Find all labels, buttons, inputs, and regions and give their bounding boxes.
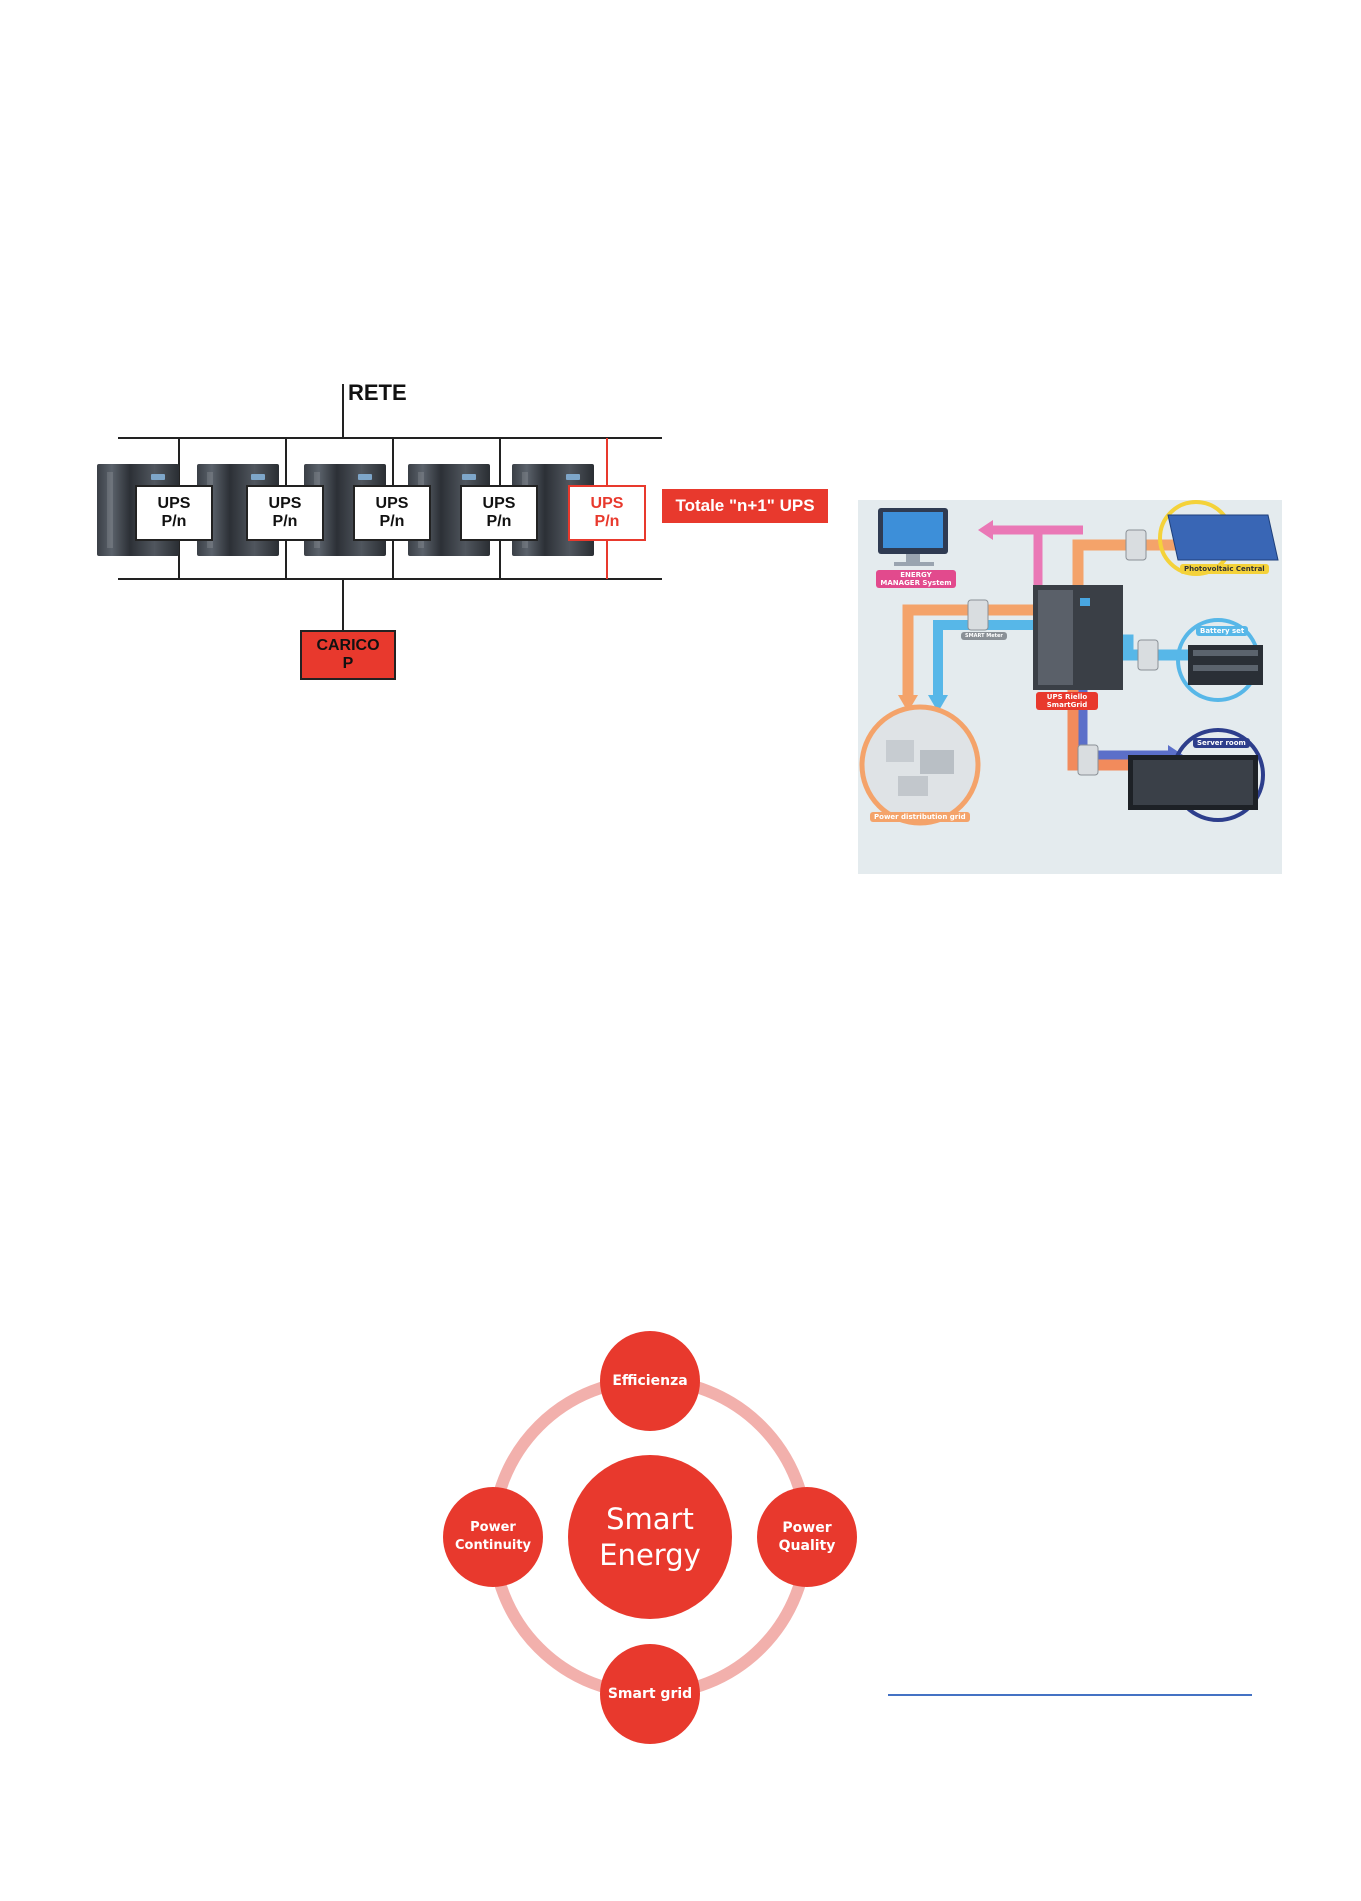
total-n-plus-1-label: Totale "n+1" UPS xyxy=(662,489,828,523)
rete-label: RETE xyxy=(348,380,407,405)
load-feed-line xyxy=(342,579,344,631)
photovoltaic-tag: Photovoltaic Central xyxy=(1180,564,1269,574)
smart-meter-tag: SMART Meter xyxy=(961,632,1007,640)
server-room-tag: Server room xyxy=(1193,738,1250,748)
top-busbar xyxy=(118,437,662,439)
rete-feed-line xyxy=(342,384,344,438)
battery-set-tag: Battery set xyxy=(1196,626,1249,636)
power-grid-tag: Power distribution grid xyxy=(870,812,970,822)
smartgrid-infographic: ENERGY MANAGER System Photovoltaic Centr… xyxy=(858,500,1282,874)
footnote-separator-line xyxy=(888,1694,1252,1696)
energy-manager-tag: ENERGY MANAGER System xyxy=(876,570,956,588)
ups-smartgrid-tag: UPS Riello SmartGrid xyxy=(1036,692,1098,710)
smartgrid-infographic-art xyxy=(859,500,1279,826)
node-efficienza: Efficienza xyxy=(600,1331,700,1431)
node-smart-grid: Smart grid xyxy=(600,1644,700,1744)
bottom-busbar xyxy=(118,578,662,580)
